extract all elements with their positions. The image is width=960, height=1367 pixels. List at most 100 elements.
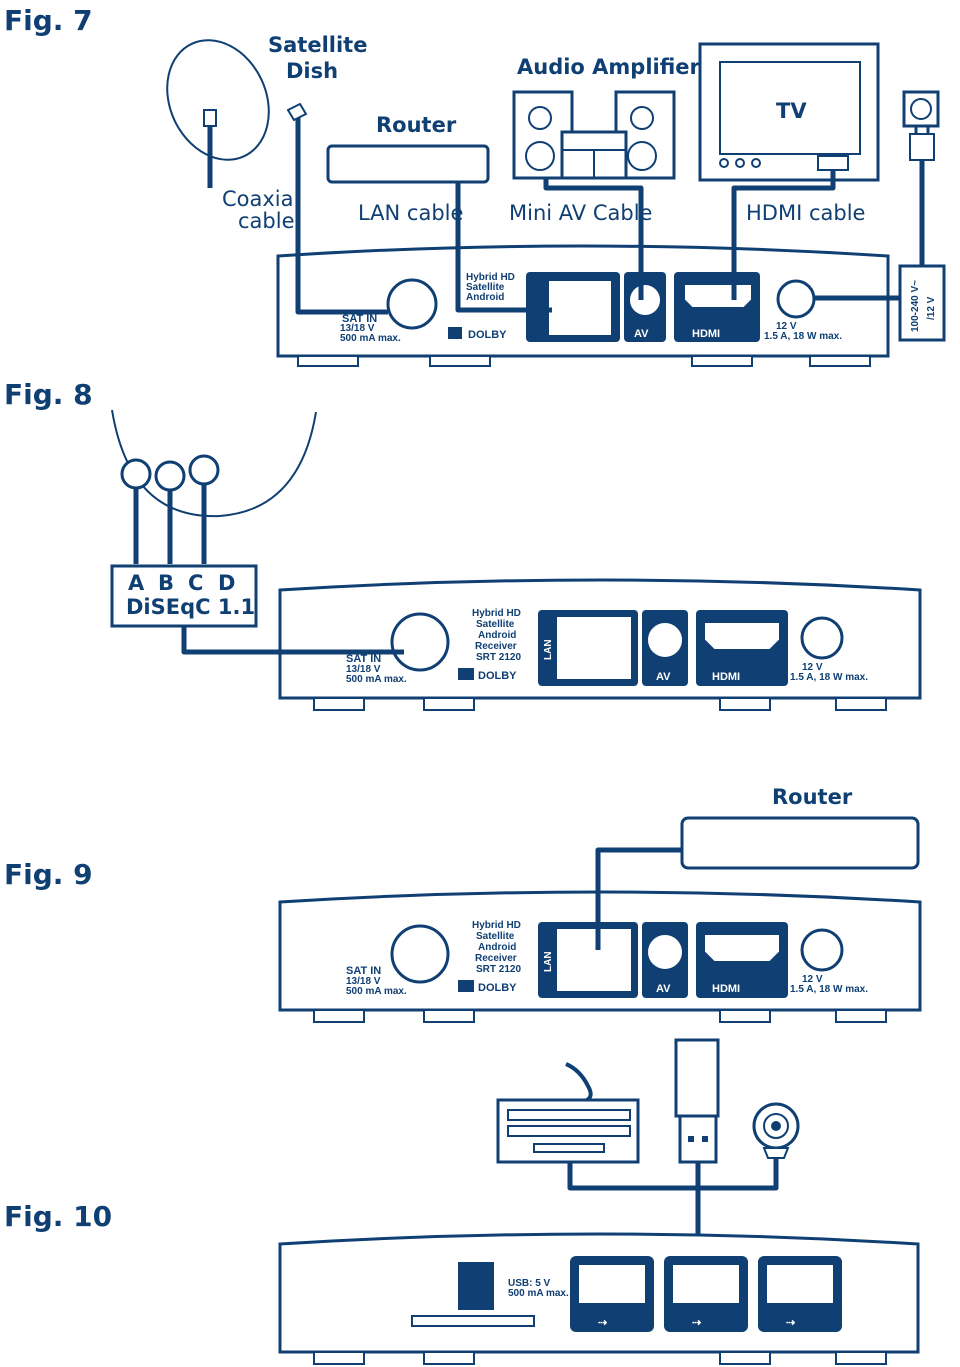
usb-port-2 (671, 1263, 741, 1305)
av-port (628, 283, 662, 317)
sd-card-icon (458, 1262, 494, 1310)
model-line2: Satellite (466, 282, 505, 293)
tv-label: TV (776, 99, 807, 123)
usb-port-1 (577, 1263, 647, 1305)
tv-icon (698, 42, 880, 182)
diseqc-port-d: D (218, 571, 235, 595)
model-line1: Hybrid HD (466, 272, 515, 283)
usb-symbol-1-icon: ⇢ (598, 1317, 607, 1329)
figure-9: Fig. 9 Router SAT IN 13/18 V 500 mA max.… (4, 785, 922, 1023)
peripheral-cable-bus (567, 1158, 779, 1191)
model-line5: SRT 2120 (476, 652, 521, 663)
model-line4: Receiver (475, 641, 517, 652)
lan-cable-label: LAN cable (358, 201, 463, 225)
sat-spec-line2: 500 mA max. (346, 674, 407, 685)
fig10-title: Fig. 10 (4, 1200, 112, 1233)
diseqc-switch (110, 564, 258, 628)
mini-av-cable (543, 178, 644, 300)
hdmi-cable-label: HDMI cable (746, 201, 865, 225)
usb-stick-icon (674, 1038, 720, 1164)
model-line2: Satellite (476, 931, 515, 942)
sat-in-label: SAT IN (346, 965, 381, 977)
diseqc-port-a: A (128, 571, 145, 595)
fig8-title: Fig. 8 (4, 378, 93, 411)
router-label: Router (772, 785, 853, 809)
usb-spec-line1: USB: 5 V (508, 1278, 551, 1289)
fig7-title: Fig. 7 (4, 4, 93, 37)
av-label: AV (634, 328, 649, 340)
sat-spec-line1: 13/18 V (340, 323, 375, 334)
wall-socket-icon (902, 90, 940, 268)
lnb-a-icon (120, 458, 152, 490)
diseqc-port-b: B (158, 571, 174, 595)
sd-card-slot (411, 1315, 535, 1327)
av-label: AV (656, 671, 671, 683)
receiver-back-panel-fig9: SAT IN 13/18 V 500 mA max. Hybrid HD Sat… (278, 890, 922, 1023)
power-supply-label-line2: /12 V (926, 296, 937, 320)
router-label: Router (376, 113, 457, 137)
sat-in-label: SAT IN (342, 313, 377, 325)
power-spec-line1: 12 V (802, 974, 823, 985)
dolby-label: DOLBY (478, 982, 517, 994)
lnb-c-icon (188, 454, 220, 486)
model-line3: Android (478, 630, 516, 641)
power-supply-box (898, 264, 946, 342)
power-spec-line1: 12 V (776, 321, 797, 332)
hdmi-cable (731, 170, 836, 300)
lan-label: LAN (543, 639, 554, 660)
lan-label: LAN (543, 951, 554, 972)
coaxial-cable-label-line2: cable (238, 209, 295, 233)
satellite-dish-label-line1: Satellite (268, 33, 367, 57)
audio-amplifier-label: Audio Amplifier (517, 55, 701, 79)
model-line5: SRT 2120 (476, 964, 521, 975)
model-line1: Hybrid HD (472, 920, 521, 931)
audio-amplifier-icon (512, 90, 676, 180)
coaxial-cable (295, 118, 388, 315)
av-label: AV (656, 983, 671, 995)
hdmi-label: HDMI (712, 671, 740, 683)
diseqc-to-sat-cable (181, 626, 404, 655)
receiver-back-panel-fig7: SAT IN 13/18 V 500 mA max. Hybrid HD Sat… (276, 244, 890, 367)
model-line3: Android (478, 942, 516, 953)
model-line3: Android (466, 292, 504, 303)
power-supply-label-line1: 100-240 V~ (910, 280, 921, 332)
power-connector (776, 279, 816, 319)
satellite-dish-icon (166, 39, 308, 188)
hdmi-label: HDMI (692, 328, 720, 340)
mini-av-cable-label: Mini AV Cable (509, 201, 652, 225)
satellite-dish-label-line2: Dish (286, 59, 338, 83)
dolby-logo-icon (448, 327, 462, 339)
dolby-label: DOLBY (468, 329, 507, 341)
sat-spec-line1: 13/18 V (346, 664, 381, 675)
usb-symbol-2-icon: ⇢ (692, 1317, 701, 1329)
model-line4: Receiver (475, 953, 517, 964)
hdmi-port (683, 283, 753, 309)
figure-10: Fig. 10 (4, 1038, 920, 1365)
model-line1: Hybrid HD (472, 608, 521, 619)
sat-spec-line1: 13/18 V (346, 976, 381, 987)
power-spec-line2: 1.5 A, 18 W max. (764, 331, 842, 342)
router-device (680, 816, 920, 870)
power-spec-line1: 12 V (802, 662, 823, 673)
lan-port (547, 279, 613, 337)
router-device (326, 144, 490, 184)
lan-cable (455, 182, 552, 313)
power-spec-line2: 1.5 A, 18 W max. (790, 672, 868, 683)
figure-7: Fig. 7 Satellite Dish Router Audio Ampli… (4, 4, 946, 367)
diseqc-port-c: C (188, 571, 203, 595)
power-spec-line2: 1.5 A, 18 W max. (790, 984, 868, 995)
coaxial-cable-label-line1: Coaxial (222, 187, 299, 211)
figure-8: Fig. 8 A B C D DiSEqC 1.1 SAT IN 13/18 V… (4, 378, 922, 711)
dolby-label: DOLBY (478, 670, 517, 682)
model-line2: Satellite (476, 619, 515, 630)
receiver-side-panel-fig10: USB: 5 V 500 mA max. ⇢ ⇢ ⇢ (278, 1232, 920, 1365)
hdmi-label: HDMI (712, 983, 740, 995)
sat-in-connector (386, 278, 438, 330)
sat-spec-line2: 500 mA max. (340, 333, 401, 344)
sat-in-label: SAT IN (346, 653, 381, 665)
webcam-icon (752, 1102, 800, 1159)
lan-cable (595, 847, 682, 950)
receiver-back-panel-fig8: SAT IN 13/18 V 500 mA max. Hybrid HD Sat… (278, 578, 922, 711)
usb-port-3 (765, 1263, 835, 1305)
keyboard-icon (496, 1062, 640, 1164)
